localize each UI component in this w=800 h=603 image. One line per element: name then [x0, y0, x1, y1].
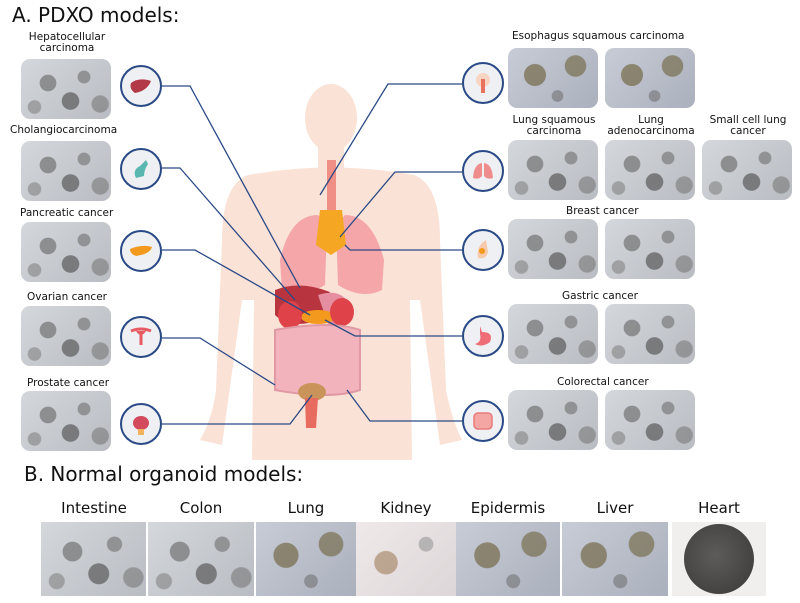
label-breast: Breast cancer [566, 205, 639, 217]
label-prostate: Prostate cancer [27, 377, 110, 389]
micrograph-colon [148, 522, 254, 596]
micrograph-prostate [21, 391, 111, 451]
bladder [298, 383, 326, 401]
micrograph-esophagus-2 [605, 48, 695, 108]
label-small-cell: Small cell lung cancer [709, 114, 787, 137]
connector-lines [162, 83, 463, 425]
micrograph-colorectal-2 [605, 390, 695, 450]
micrograph-pancreatic [21, 222, 111, 282]
label-epidermis: Epidermis [470, 499, 546, 517]
breast-icon [462, 229, 504, 271]
pancreas-icon [120, 230, 162, 272]
label-lung-squamous: Lung squamous carcinoma [512, 114, 596, 137]
micrograph-epidermis [456, 522, 560, 596]
label-colorectal: Colorectal cancer [557, 376, 649, 388]
micrograph-esophagus-1 [508, 48, 598, 108]
esophagus-icon [462, 62, 504, 104]
label-kidney: Kidney [380, 499, 432, 517]
label-colon: Colon [179, 499, 223, 517]
intestine-icon [462, 400, 504, 442]
liver-icon [120, 65, 162, 107]
micrograph-gastric-1 [508, 304, 598, 364]
micrograph-heart [672, 522, 766, 596]
micrograph-intestine [41, 522, 146, 596]
label-cholangiocarcinoma: Cholangiocarcinoma [10, 124, 118, 136]
gallbladder-icon [120, 148, 162, 190]
label-lung-adeno: Lung adenocarcinoma [607, 114, 695, 137]
micrograph-ovarian [21, 306, 111, 366]
label-gastric: Gastric cancer [562, 290, 638, 302]
micrograph-lung [256, 522, 356, 596]
micrograph-lung-squamous [508, 140, 598, 200]
label-liver: Liver [596, 499, 634, 517]
lungs [280, 215, 384, 294]
label-intestine: Intestine [61, 499, 127, 517]
prostate-organ [305, 398, 318, 428]
micrograph-colorectal-1 [508, 390, 598, 450]
thyroid [316, 210, 346, 255]
kidney-right [330, 298, 354, 326]
label-heart: Heart [698, 499, 740, 517]
label-pancreatic: Pancreatic cancer [20, 207, 114, 219]
micrograph-small-cell [702, 140, 792, 200]
label-ovarian: Ovarian cancer [27, 291, 107, 303]
uterus-ovary-icon [120, 316, 162, 358]
micrograph-liver [562, 522, 668, 596]
micrograph-breast-2 [605, 219, 695, 279]
micrograph-cholangiocarcinoma [21, 141, 111, 201]
lungs-icon [462, 150, 504, 192]
label-hepatocellular: Hepatocellular carcinoma [28, 31, 106, 54]
label-lung: Lung [287, 499, 325, 517]
micrograph-gastric-2 [605, 304, 695, 364]
micrograph-kidney [356, 522, 456, 596]
label-esophagus: Esophagus squamous carcinoma [512, 30, 685, 42]
panel-b-title: B. Normal organoid models: [24, 462, 304, 486]
heart-organoid [684, 524, 754, 594]
prostate-bladder-icon [120, 403, 162, 445]
micrograph-hepatocellular [21, 59, 111, 119]
stomach-icon [462, 315, 504, 357]
kidney-left [278, 301, 302, 329]
panel-a-title: A. PDXO models: [12, 3, 180, 27]
micrograph-lung-adeno [605, 140, 695, 200]
body-silhouette [200, 84, 462, 460]
trachea [327, 160, 336, 220]
micrograph-breast-1 [508, 219, 598, 279]
